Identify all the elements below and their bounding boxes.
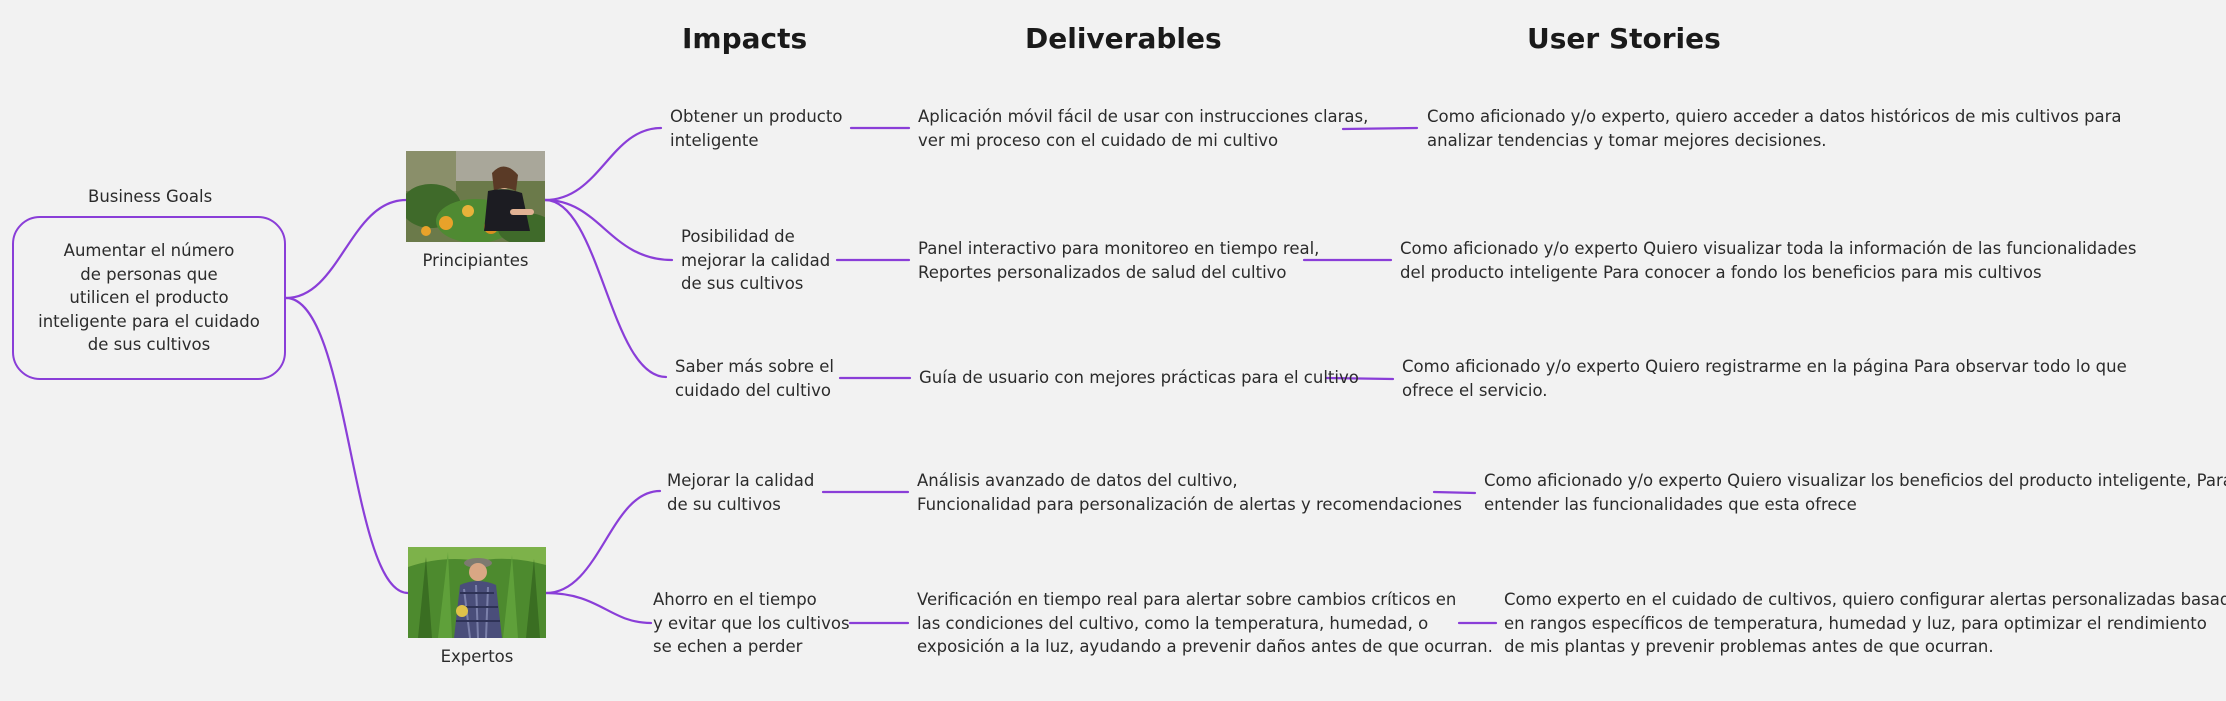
impact-4: Mejorar la calidad de su cultivos (667, 471, 815, 514)
impact-3: Saber más sobre el cuidado del cultivo (675, 357, 834, 400)
man-in-cornfield-photo (408, 547, 546, 638)
deliverable-2: Panel interactivo para monitoreo en tiem… (918, 239, 1320, 282)
impact-5: Ahorro en el tiempo y evitar que los cul… (653, 590, 850, 656)
connector-principiantes-impact-1 (543, 126, 663, 202)
actor-label-principiantes: Principiantes (422, 251, 529, 270)
deliverable-5: Verificación en tiempo real para alertar… (917, 590, 1493, 656)
header-impacts: Impacts (682, 22, 808, 55)
connector-deliverable-story-1 (1341, 126, 1419, 131)
connector-deliverable-story-4 (1432, 490, 1477, 495)
connector-deliverable-story-3 (1325, 376, 1395, 381)
impact-2: Posibilidad de mejorar la calidad de sus… (681, 227, 831, 293)
connector-principiantes-impact-2 (543, 198, 674, 262)
woman-gardener-photo (406, 151, 545, 242)
connector-principiantes-impact-3 (543, 198, 668, 379)
deliverable-1: Aplicación móvil fácil de usar con instr… (918, 107, 1369, 150)
connector-expertos-impact-4 (544, 489, 662, 595)
connector-goal-expertos (284, 296, 410, 595)
header-user-stories: User Stories (1527, 22, 1721, 55)
connector-goal-principiantes (284, 198, 408, 300)
user-story-2: Como aficionado y/o experto Quiero visua… (1400, 239, 2137, 282)
deliverable-3: Guía de usuario con mejores prácticas pa… (919, 368, 1359, 387)
business-goal-node: Aumentar el número de personas que utili… (12, 216, 286, 380)
connector-expertos-impact-5 (544, 591, 653, 625)
header-deliverables: Deliverables (1025, 22, 1222, 55)
actor-label-expertos: Expertos (440, 647, 514, 666)
user-story-4: Como aficionado y/o experto Quiero visua… (1484, 471, 2226, 514)
impact-1: Obtener un producto inteligente (670, 107, 843, 150)
user-story-1: Como aficionado y/o experto, quiero acce… (1427, 107, 2122, 150)
user-story-5: Como experto en el cuidado de cultivos, … (1504, 590, 2226, 656)
deliverable-4: Análisis avanzado de datos del cultivo, … (917, 471, 1462, 514)
business-goal-text: Aumentar el número de personas que utili… (38, 241, 260, 355)
business-goals-label: Business Goals (88, 187, 213, 206)
user-story-3: Como aficionado y/o experto Quiero regis… (1402, 357, 2127, 400)
